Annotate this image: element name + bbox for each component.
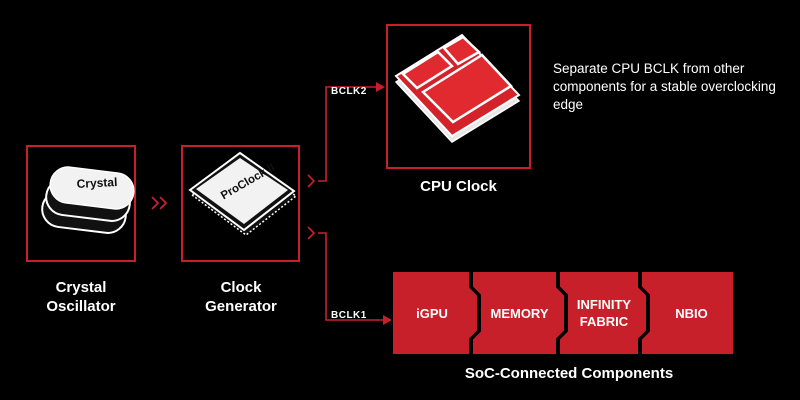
clock-generator-caption: Clock Generator bbox=[180, 278, 302, 316]
bclk1-arrowhead-icon bbox=[383, 315, 392, 325]
soc-tile-igpu bbox=[391, 270, 479, 356]
soc-tile-memory bbox=[471, 270, 566, 356]
soc-caption: SoC-Connected Components bbox=[464, 365, 674, 382]
cpu-die-icon bbox=[394, 33, 521, 143]
bclk2-label: BCLK2 bbox=[331, 86, 367, 97]
bclk-branch-lines bbox=[307, 86, 383, 321]
cpu-description: Separate CPU BCLK from other components … bbox=[553, 61, 776, 112]
crystal-chip-icon bbox=[41, 166, 135, 234]
clock-caption-line1: Clock bbox=[220, 279, 262, 296]
bclk1-label: BCLK1 bbox=[331, 310, 367, 321]
crystal-oscillator-frame bbox=[26, 145, 136, 262]
clock-generator-frame bbox=[181, 145, 300, 262]
crystal-oscillator-caption: Crystal Oscillator bbox=[22, 278, 140, 316]
clock-caption-line2: Generator bbox=[205, 298, 277, 315]
crystal-caption-line1: Crystal bbox=[55, 279, 107, 296]
soc-tile-label: iGPU bbox=[416, 306, 448, 321]
soc-tile-infinity bbox=[558, 270, 648, 356]
soc-tile-nbio bbox=[640, 270, 735, 356]
cpu-clock-caption: CPU Clock bbox=[420, 178, 497, 195]
soc-tile-label: NBIO bbox=[675, 306, 708, 321]
soc-tile-label: MEMORY bbox=[490, 306, 548, 321]
proclock-chip-icon bbox=[188, 151, 298, 236]
bclk2-arrowhead-icon bbox=[376, 82, 385, 92]
double-chevron-icon bbox=[151, 196, 168, 210]
cpu-clock-frame bbox=[386, 24, 531, 169]
crystal-caption-line2: Oscillator bbox=[46, 298, 116, 315]
